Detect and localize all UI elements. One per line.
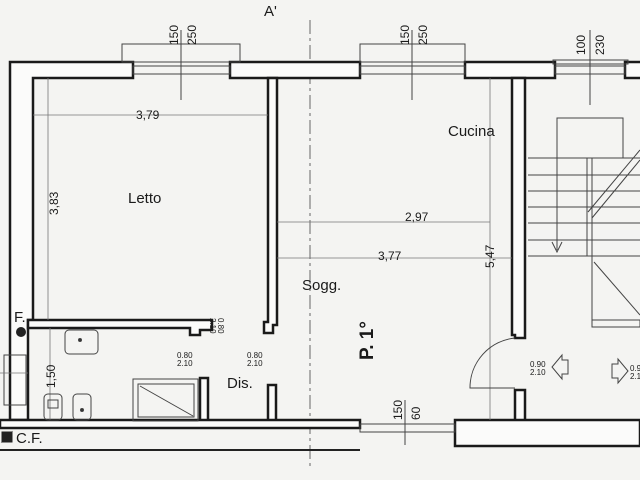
room-disimpegno: Dis. [227, 375, 253, 392]
window-3 [552, 30, 629, 105]
wall-dis-right [266, 383, 278, 425]
window-2-height: 250 [416, 25, 430, 45]
door-4-width: 0.90 [530, 360, 546, 369]
room-cucina: Cucina [448, 123, 495, 140]
wall-bath-top [26, 318, 214, 337]
window-4 [359, 400, 456, 445]
room-soggiorno: Sogg. [302, 277, 341, 294]
window-bath [3, 354, 27, 406]
window-1-sill: 150 [167, 25, 181, 45]
door-2-width: 0.80 [177, 351, 193, 360]
dim-sogg-width: 3,77 [378, 249, 402, 263]
flue-label: F. [14, 309, 26, 326]
door-5-width: 0.9 [630, 364, 640, 373]
door-5-height: 2.1 [630, 372, 640, 381]
window-2-sill: 150 [398, 25, 412, 45]
dim-cucina-width: 2,97 [405, 210, 429, 224]
flue-icon [16, 327, 26, 337]
floor-label: P. 1° [357, 321, 378, 360]
sink-icon [64, 329, 99, 355]
door-4-height: 2.10 [530, 368, 546, 377]
entrance-arrow-icon [551, 353, 569, 381]
wall-stairs-lower [513, 388, 527, 424]
window-1 [121, 30, 241, 100]
window-3-height: 230 [593, 35, 607, 55]
wall-top-mid [228, 60, 362, 80]
door-1-height: 2.10 [208, 318, 217, 334]
wall-top-right [463, 60, 557, 80]
door-3-width: 0.80 [247, 351, 263, 360]
shower-icon [132, 378, 199, 422]
section-mark: A' [264, 3, 277, 20]
chimney-flue-icon [0, 430, 13, 443]
wall-letto-sogg [262, 76, 279, 335]
entrance-door-swing [469, 337, 516, 389]
bidet-icon [72, 393, 92, 421]
window-3-sill: 100 [574, 35, 588, 55]
wall-bottom-right [453, 418, 640, 448]
dim-letto-width: 3,79 [136, 108, 160, 122]
dim-sogg-depth: 5,47 [483, 244, 497, 268]
wall-stairs [510, 76, 527, 340]
door-3-height: 2.10 [247, 359, 263, 368]
chimney-flue-label: C.F. [16, 430, 43, 447]
entrance-arrow-icon-2 [611, 357, 629, 385]
staircase [528, 117, 640, 328]
window-4-height: 60 [409, 406, 423, 420]
wall-dis-left [198, 376, 210, 425]
wall-top-left [8, 60, 135, 422]
door-2-height: 2.10 [177, 359, 193, 368]
room-letto: Letto [128, 190, 161, 207]
door-1-width: 0.80 [216, 318, 225, 334]
dim-bath-depth: 1,50 [44, 364, 58, 388]
window-1-height: 250 [185, 25, 199, 45]
dim-letto-depth: 3,83 [47, 191, 61, 215]
toilet-icon [43, 393, 63, 421]
window-4-sill: 150 [391, 400, 405, 420]
window-2 [359, 30, 466, 100]
